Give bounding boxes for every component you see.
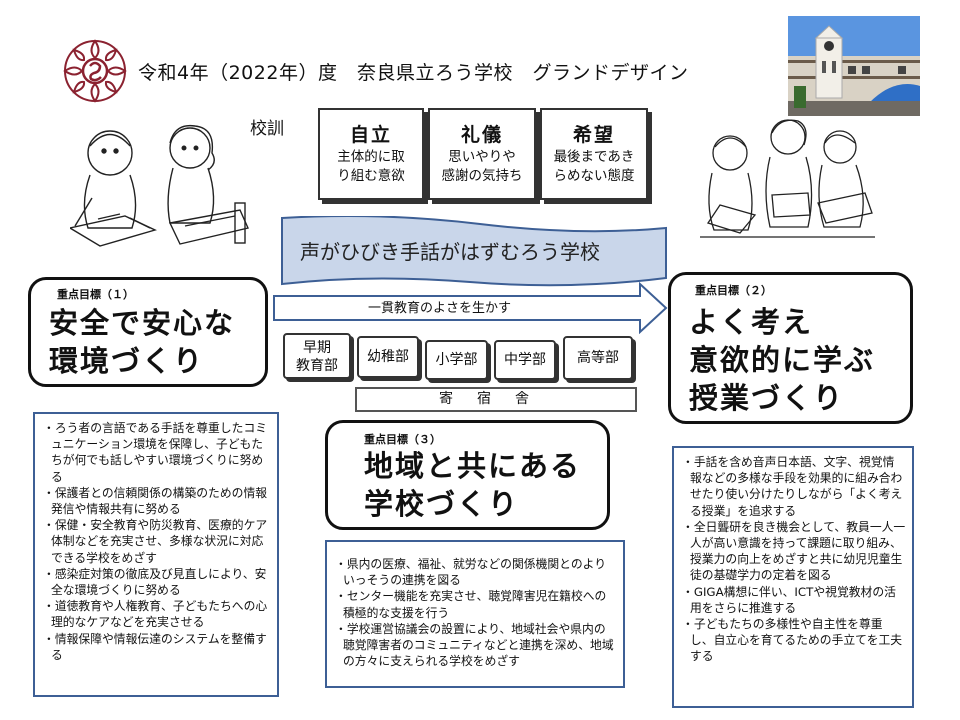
motto-sub-line: らめない態度 bbox=[553, 168, 635, 184]
list-item: 保健・安全教育や防災教育、医療的ケア体制などを充実させ、多様な状況に対応できる学… bbox=[43, 517, 271, 566]
goal-1-box: 重点目標（１） 安全で安心な 環境づくり bbox=[28, 277, 268, 387]
department-kindergarten: 幼稚部 bbox=[357, 336, 419, 378]
goal-3-actions-list: 県内の医療、福祉、就労などの関係機関とのよりいっそうの連携を図る センター機能を… bbox=[325, 540, 625, 688]
goal-3-box: 重点目標（３） 地域と共にある 学校づくり bbox=[325, 420, 610, 530]
motto-sub-line: り組む意欲 bbox=[337, 168, 405, 184]
goal-tag: 重点目標（２） bbox=[695, 284, 772, 297]
list-item: ろう者の言語である手話を尊重したコミュニケーション環境を保障し、子どもたちが何で… bbox=[43, 420, 271, 485]
children-studying-illustration bbox=[70, 124, 249, 247]
goal-2-box: 重点目標（２） よく考え 意欲的に学ぶ 授業づくり bbox=[668, 272, 913, 424]
goal-title-line: 環境づくり bbox=[49, 344, 205, 378]
department-early-education: 早期 教育部 bbox=[283, 333, 351, 379]
arrow-label: 一貫教育のよさを生かす bbox=[368, 301, 512, 316]
list-item: 全日聾研を良き機会として、教員一人一人が高い意識を持って課題に取り組み、授業力の… bbox=[682, 519, 906, 584]
motto-label: 校訓 bbox=[250, 119, 284, 139]
goal-title-line: 授業づくり bbox=[689, 381, 845, 415]
list-item: センター機能を充実させ、聴覚障害児在籍校への積極的な支援を行う bbox=[335, 588, 617, 620]
motto-courtesy: 礼儀 思いやりや 感謝の気持ち bbox=[428, 108, 536, 200]
school-emblem-logo bbox=[63, 39, 127, 103]
goal-title-line: 安全で安心な bbox=[49, 306, 236, 340]
list-item: 県内の医療、福祉、就労などの関係機関とのよりいっそうの連携を図る bbox=[335, 556, 617, 588]
department-junior-high: 中学部 bbox=[494, 340, 556, 380]
department-elementary: 小学部 bbox=[425, 340, 488, 380]
slogan-text: 声がひびき手話がはずむろう学校 bbox=[300, 240, 600, 264]
motto-hope: 希望 最後まであき らめない態度 bbox=[540, 108, 648, 200]
motto-heading: 礼儀 bbox=[460, 124, 503, 146]
goal-1-actions-list: ろう者の言語である手話を尊重したコミュニケーション環境を保障し、子どもたちが何で… bbox=[33, 412, 279, 697]
goal-tag: 重点目標（１） bbox=[57, 288, 134, 301]
list-item: GIGA構想に伴い、ICTや視覚教材の活用をさらに推進する bbox=[682, 584, 906, 616]
list-item: 保護者との信頼関係の構築のための情報発信や情報共有に努める bbox=[43, 485, 271, 517]
motto-sub-line: 最後まであき bbox=[553, 149, 635, 165]
list-item: 感染症対策の徹底及び見直しにより、安全な環境づくりに努める bbox=[43, 566, 271, 598]
page-title: 令和4年（2022年）度 奈良県立ろう学校 グランドデザイン bbox=[138, 62, 689, 84]
goal-2-actions-list: 手話を含め音声日本語、文字、視覚情報などの多様な手段を効果的に組み合わせたり使い… bbox=[672, 446, 914, 708]
goal-title-line: 意欲的に学ぶ bbox=[689, 343, 876, 377]
department-label-line: 早期 bbox=[303, 340, 331, 356]
dormitory: 寄宿舎 bbox=[355, 387, 637, 412]
school-building-photo bbox=[788, 16, 920, 116]
slogan-banner bbox=[281, 216, 667, 287]
list-item: 学校運営協議会の設置により、地域社会や県内の聴覚障害者のコミュニティなどと連携を… bbox=[335, 621, 617, 670]
students-with-tablets-illustration bbox=[700, 119, 875, 238]
motto-sub-line: 感謝の気持ち bbox=[441, 168, 523, 184]
department-label-line: 教育部 bbox=[296, 358, 338, 374]
goal-title-line: よく考え bbox=[689, 305, 814, 339]
goal-title-line: 地域と共にある bbox=[364, 449, 582, 483]
motto-independence: 自立 主体的に取 り組む意欲 bbox=[318, 108, 424, 200]
list-item: 子どもたちの多様性や自主性を尊重し、自立心を育てるための手立てを工夫する bbox=[682, 616, 906, 665]
list-item: 情報保障や情報伝達のシステムを整備する bbox=[43, 631, 271, 663]
department-high-school: 高等部 bbox=[563, 336, 633, 380]
motto-sub-line: 主体的に取 bbox=[337, 149, 405, 165]
consistent-education-arrow bbox=[273, 282, 668, 334]
goal-title-line: 学校づくり bbox=[364, 487, 520, 521]
list-item: 道徳教育や人権教育、子どもたちへの心理的なケアなどを充実させる bbox=[43, 598, 271, 630]
motto-sub-line: 思いやりや bbox=[448, 149, 516, 165]
motto-heading: 自立 bbox=[349, 124, 392, 146]
list-item: 手話を含め音声日本語、文字、視覚情報などの多様な手段を効果的に組み合わせたり使い… bbox=[682, 454, 906, 519]
goal-tag: 重点目標（３） bbox=[364, 433, 441, 446]
motto-heading: 希望 bbox=[572, 124, 615, 146]
